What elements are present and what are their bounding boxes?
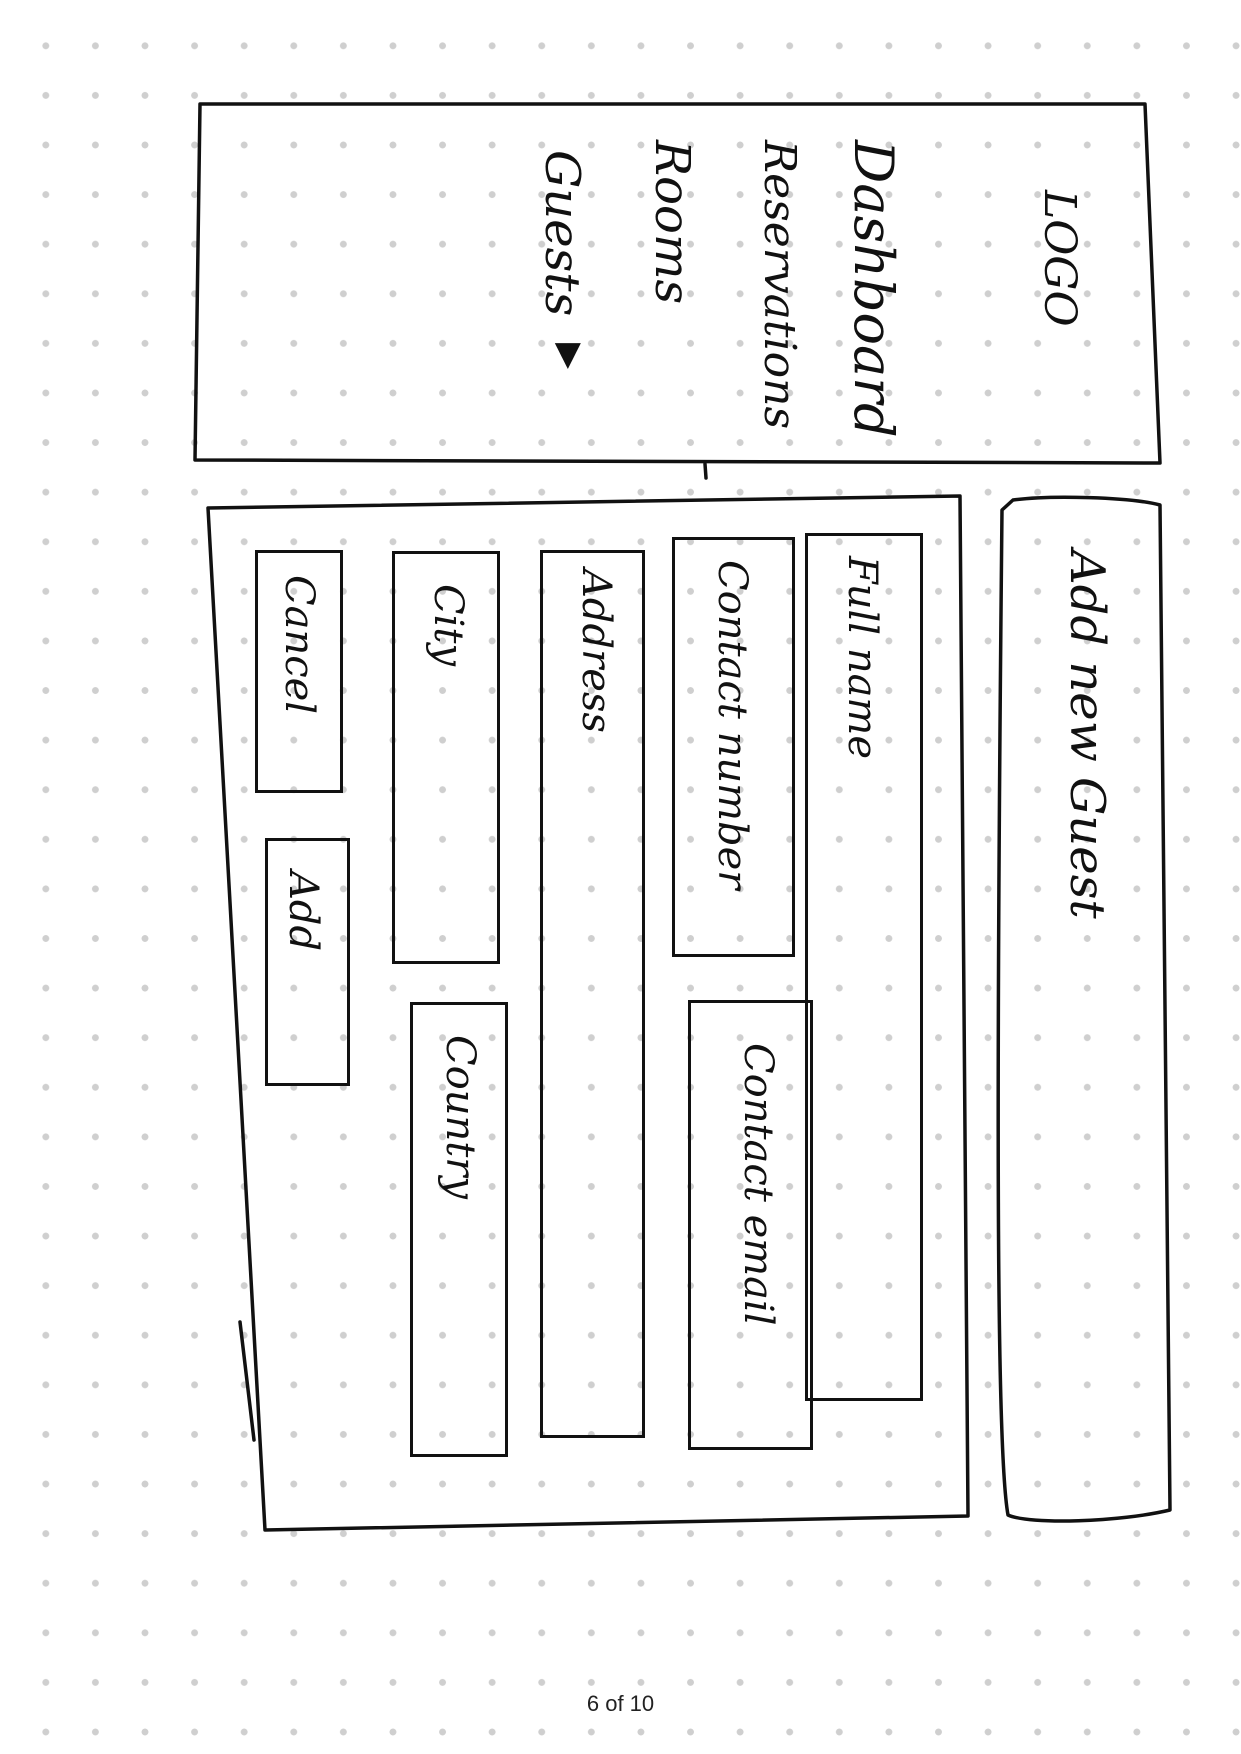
logo: LOGO bbox=[1034, 190, 1085, 327]
city-field[interactable]: City bbox=[392, 551, 500, 964]
contact-number-field[interactable]: Contact number bbox=[672, 537, 795, 957]
country-field[interactable]: Country bbox=[410, 1002, 508, 1457]
cancel-button-label: Cancel bbox=[276, 575, 322, 715]
nav-item-reservations[interactable]: Reservations bbox=[754, 140, 805, 430]
cancel-button[interactable]: Cancel bbox=[255, 550, 343, 793]
address-field[interactable]: Address bbox=[540, 550, 645, 1438]
country-label: Country bbox=[437, 1035, 483, 1200]
nav-item-guests[interactable]: Guests bbox=[534, 150, 590, 317]
contact-email-field[interactable]: Contact email bbox=[688, 1000, 813, 1450]
dialog-title: Add new Guest bbox=[1059, 550, 1115, 919]
add-button[interactable]: Add bbox=[265, 838, 350, 1086]
title-bar-outline bbox=[996, 495, 1172, 1523]
contact-number-label: Contact number bbox=[709, 560, 755, 890]
form-panel-outline bbox=[206, 494, 970, 1532]
address-label: Address bbox=[573, 569, 619, 733]
nav-item-dashboard[interactable]: Dashboard bbox=[842, 140, 905, 438]
nav-panel-outline bbox=[193, 102, 1162, 465]
form-panel-mark bbox=[238, 1320, 256, 1442]
contact-email-label: Contact email bbox=[735, 1043, 781, 1326]
nav-item-rooms[interactable]: Rooms bbox=[644, 140, 700, 305]
full-name-label: Full name bbox=[839, 556, 885, 760]
add-button-label: Add bbox=[280, 871, 326, 952]
city-label: City bbox=[425, 584, 471, 667]
nav-divider-tick bbox=[703, 462, 708, 480]
full-name-field[interactable]: Full name bbox=[805, 533, 923, 1401]
page-number: 6 of 10 bbox=[586, 1691, 655, 1716]
guests-active-marker-icon: ▶ bbox=[550, 343, 590, 370]
